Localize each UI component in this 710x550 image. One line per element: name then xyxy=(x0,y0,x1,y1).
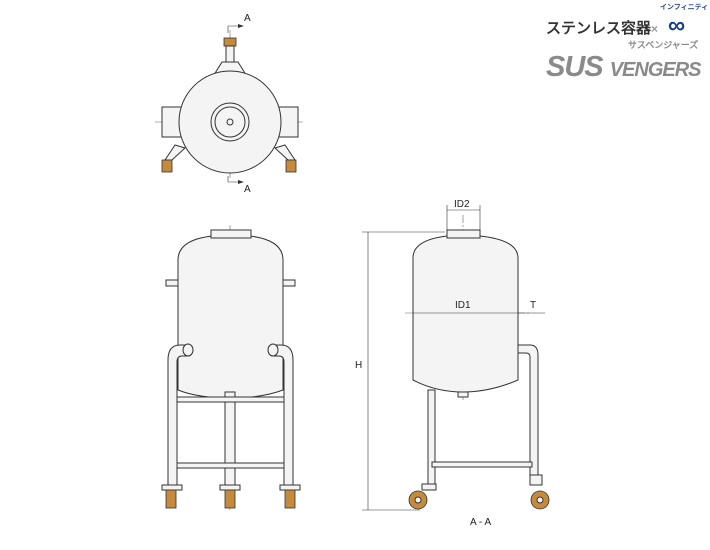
casters xyxy=(161,484,301,509)
section-mark-top: A xyxy=(244,13,251,24)
dim-id1: ID1 xyxy=(455,300,471,311)
section-view-label: A - A xyxy=(470,517,491,528)
front-view xyxy=(161,225,301,510)
logo-brand-kana: サスベンジャーズ xyxy=(628,40,699,50)
section-view: ID2 ID1 T H A - A xyxy=(355,199,550,528)
dim-id2: ID2 xyxy=(454,199,470,210)
infinity-icon: ∞ xyxy=(668,12,686,39)
section-mark-bottom: A xyxy=(244,184,251,195)
logo-brand: SUS VENGERS xyxy=(546,51,702,83)
dim-t: T xyxy=(530,300,536,311)
top-view: A A xyxy=(155,13,305,195)
caster-wheel xyxy=(285,159,297,173)
dim-h: H xyxy=(355,360,362,371)
caster-wheel xyxy=(161,159,173,173)
logo-infinity-kana: インフィニティ xyxy=(660,4,709,11)
logo-title: ステンレス容器× xyxy=(546,20,659,37)
